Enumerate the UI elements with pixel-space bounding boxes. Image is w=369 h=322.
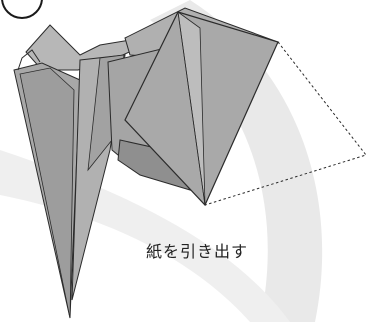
fold-line [177, 11, 206, 206]
step-number-circle [1, 0, 43, 19]
pull-out-dotted-outline [204, 41, 367, 206]
background-band [150, 0, 323, 322]
tip-detail [17, 49, 41, 71]
instruction-text: 紙を引き出す [146, 242, 249, 261]
left-spike-face [19, 67, 75, 319]
